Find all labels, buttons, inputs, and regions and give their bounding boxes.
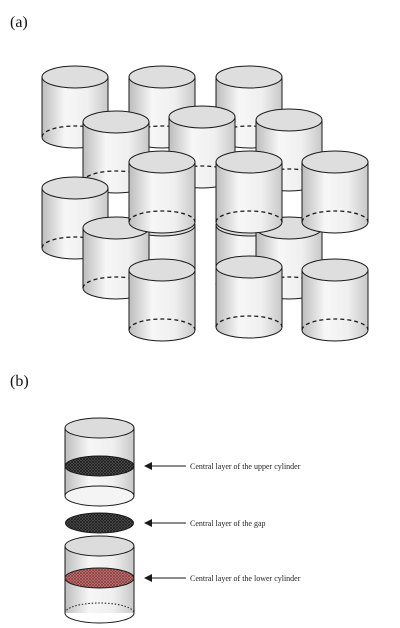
upper-central-layer	[64, 455, 135, 477]
lattice-cylinder	[301, 258, 369, 342]
annotation-lower: Central layer of the lower cylinder	[190, 574, 301, 583]
lower-cylinder	[64, 535, 135, 624]
cylinder-lattice	[41, 65, 369, 342]
lattice-cylinder	[128, 150, 196, 234]
annotation-upper: Central layer of the upper cylinder	[190, 462, 301, 471]
lattice-cylinder	[215, 150, 283, 234]
lattice-cylinder	[215, 255, 283, 339]
gap-central-layer	[65, 512, 134, 534]
cylinder-stack: Central layer of the upper cylinder Cent…	[64, 417, 301, 624]
upper-cylinder	[64, 417, 135, 507]
panel-a-label: (a)	[10, 14, 28, 31]
lattice-cylinder	[301, 150, 369, 234]
lower-central-layer	[64, 567, 135, 589]
annotation-gap: Central layer of the gap	[190, 519, 266, 528]
panel-b-label: (b)	[10, 373, 29, 390]
lattice-cylinder	[128, 258, 196, 342]
